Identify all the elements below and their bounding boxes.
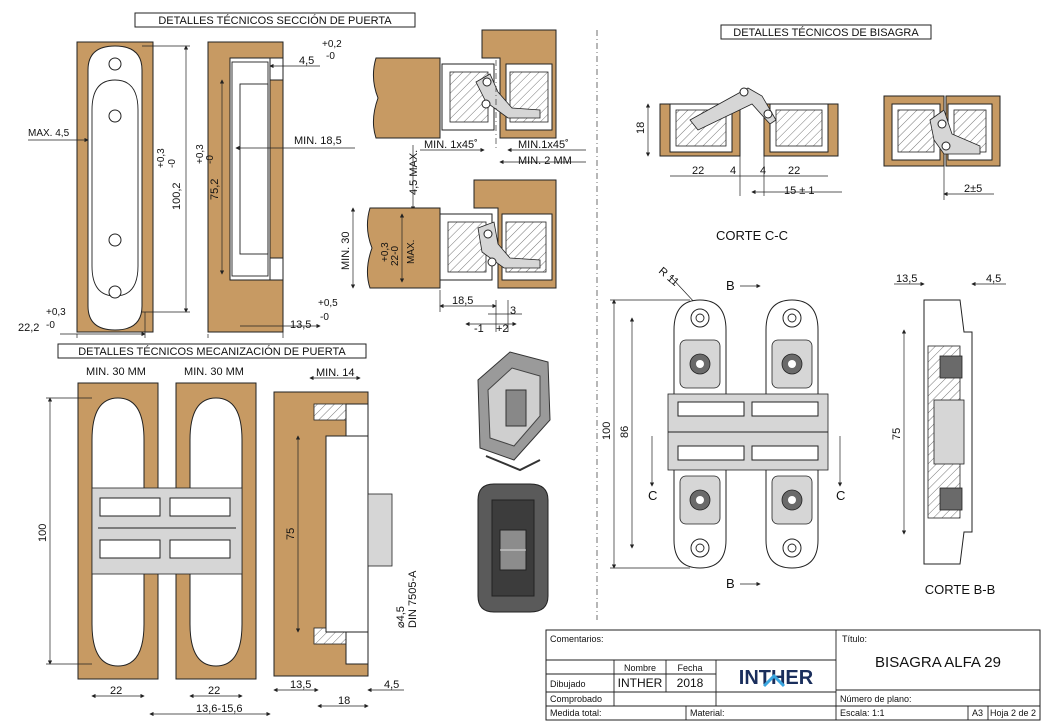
inther-logo: INTHER [739,667,814,689]
dim-4-5-max: 4,5 MAX. [408,150,420,195]
dim-22-right: 22 [208,685,220,697]
svg-text:-0: -0 [46,320,55,331]
dim-22-left: 22 [110,685,122,697]
machining-side-view: MIN. 14 75 ⌀4,5 DIN 7505-A 13,5 4,5 18 [273,367,419,709]
dim-min-30: MIN. 30 [340,231,352,270]
svg-text:Nombre: Nombre [624,663,656,673]
section-mecanizacion-title: DETALLES TÉCNICOS MECANIZACIÓN DE PUERTA [78,345,346,358]
section-c-right: C [836,488,845,503]
dim-100-machining: 100 [37,524,49,542]
dim-22: 22-0 [390,246,401,266]
hinge-section-open: 18 22 4 4 22 15 ± 1 CORTE C-C [635,87,842,243]
svg-text:Fecha: Fecha [677,663,702,673]
svg-text:A3: A3 [972,708,983,718]
section-bisagra-header: DETALLES TÉCNICOS DE BISAGRA [720,24,932,40]
section-mecanizacion-header: DETALLES TÉCNICOS MECANIZACIÓN DE PUERTA [57,343,367,359]
dim-4-5-top: 4,5 [299,55,314,67]
door-front-pocket-view: MAX. 4,5 100,2 +0,3 -0 +0,3 22,2 -0 [18,41,190,338]
dim-100-hinge: 100 [601,422,613,440]
section-b-bottom: B [726,576,735,591]
dim-plus-2: +2 [496,323,509,335]
drawing-title: BISAGRA ALFA 29 [875,654,1001,671]
dim-15-pm-1: 15 ± 1 [784,185,815,197]
svg-text:-0: -0 [167,159,178,168]
svg-text:+0,3: +0,3 [156,148,167,168]
dim-75-2: 75,2 [209,179,221,200]
dim-4-left: 4 [730,165,736,177]
dim-75-bb: 75 [891,428,903,440]
corte-c-c-label: CORTE C-C [716,228,788,243]
section-bisagra-title: DETALLES TÉCNICOS DE BISAGRA [733,26,919,39]
dim-18-machining: 18 [338,695,350,707]
dim-13-5-side: 13,5 [290,319,311,331]
comentarios-label: Comentarios: [550,634,604,644]
svg-text:Dibujado: Dibujado [550,679,586,689]
svg-text:+0,3: +0,3 [380,242,391,262]
title-block: Comentarios: Título: BISAGRA ALFA 29 Nom… [545,629,1041,721]
machining-front-view: MIN. 30 MM MIN. 30 MM 100 22 22 13,6-15,… [37,366,271,717]
dim-18-hinge: 18 [635,122,647,134]
svg-text:+0,2: +0,2 [322,39,342,50]
dim-2-pm-5: 2±5 [964,183,982,195]
frame-detail-bottom: 4,5 MAX. MIN. 30 +0,3 22-0 MAX. 18,5 3 -… [340,145,557,335]
dim-minus-1: -1 [474,323,484,335]
section-b-top: B [726,278,735,293]
hinge-3d-render-bottom [477,483,549,613]
dim-min-1x45-right: MIN.1x45˚ [518,139,569,151]
dim-diameter-4-5: ⌀4,5 [395,606,407,628]
dim-22-hinge-right: 22 [788,165,800,177]
dim-min-30mm-left: MIN. 30 MM [86,366,146,378]
hinge-section-closed: 2±5 [883,95,1001,200]
dim-min-14: MIN. 14 [316,367,355,379]
titulo-label: Título: [842,634,867,644]
dim-86: 86 [619,426,631,438]
dim-min-1x45-left: MIN. 1x45˚ [424,139,478,151]
door-side-section-view: 75,2 +0,3 -0 +0,2 -0 4,5 MIN. 18,5 +0,5 … [195,39,355,338]
dim-4-right: 4 [760,165,766,177]
hinge-front-view: R 11 B B C C 100 86 [601,265,845,591]
dim-13-5-bb: 13,5 [896,273,917,285]
svg-text:Comprobado: Comprobado [550,694,602,704]
svg-text:-0: -0 [320,312,329,323]
plan-number-label: Número de plano: [840,694,912,704]
corte-b-b-label: CORTE B-B [925,582,996,597]
svg-text:+0,3: +0,3 [195,144,206,164]
scale-label: Escala: 1:1 [840,708,885,718]
dim-4-5-bb: 4,5 [986,273,1001,285]
dim-22-2: 22,2 [18,322,39,334]
dim-13-6-15-6: 13,6-15,6 [196,703,242,715]
svg-text:-0: -0 [326,51,335,62]
dim-min-30mm-right: MIN. 30 MM [184,366,244,378]
dim-min-2mm: MIN. 2 MM [518,155,572,167]
svg-text:MAX.: MAX. [406,240,417,264]
author-name: INTHER [618,676,663,690]
frame-detail-top: MIN. 1x45˚ MIN.1x45˚ MIN. 2 MM [372,29,586,167]
svg-text:Material:: Material: [690,708,725,718]
dim-13-5-machining: 13,5 [290,679,311,691]
drawing-year: 2018 [677,676,704,690]
dim-min-18-5: MIN. 18,5 [294,135,342,147]
dim-22-hinge-left: 22 [692,165,704,177]
svg-text:+0,3: +0,3 [46,307,66,318]
svg-text:-0: -0 [205,155,216,164]
section-puerta-header: DETALLES TÉCNICOS SECCIÓN DE PUERTA [134,12,416,28]
sheet-label: Hoja 2 de 2 [990,708,1036,718]
section-puerta-title: DETALLES TÉCNICOS SECCIÓN DE PUERTA [158,14,392,27]
dim-3: 3 [510,305,516,317]
dim-4-5-machining: 4,5 [384,679,399,691]
section-c-left: C [648,488,657,503]
radius-r11-label: R 11 [656,265,681,289]
svg-text:Medida total:: Medida total: [550,708,602,718]
corte-b-b-view: 13,5 4,5 75 CORTE B-B [891,273,1006,597]
hinge-3d-render-top [477,351,551,472]
din-7505-a-label: DIN 7505-A [407,570,419,628]
dim-max45: MAX. 4,5 [28,128,70,139]
dim-75-machining: 75 [285,528,297,540]
svg-text:+0,5: +0,5 [318,298,338,309]
dim-100-2: 100,2 [171,182,183,210]
dim-18-5-frame: 18,5 [452,295,473,307]
